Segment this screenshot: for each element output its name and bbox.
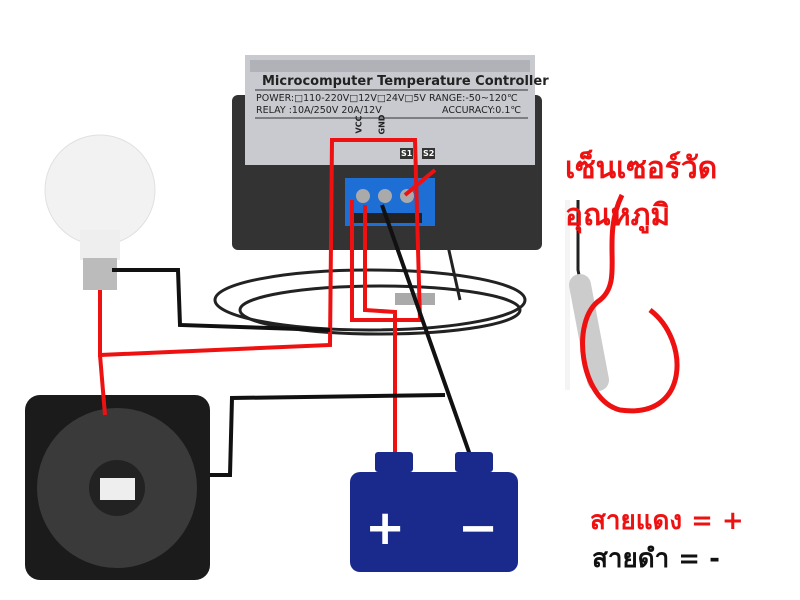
- controller-power-spec: POWER:□110-220V□12V□24V□5V RANGE:-50~120…: [256, 93, 518, 104]
- temperature-controller: [232, 55, 542, 250]
- sensor-label: เซ็นเซอร์วัดอุณหภูมิ: [565, 151, 718, 233]
- controller-relay-spec: RELAY :10A/250V 20A/12V: [256, 105, 382, 116]
- legend-red-wire: สายแดง = +: [590, 506, 744, 536]
- red-wires: [98, 138, 437, 460]
- legend-black-wire: สายดำ = -: [592, 544, 720, 574]
- battery: [350, 452, 518, 572]
- terminal-s2: S2: [422, 148, 436, 159]
- battery-plus: +: [365, 500, 406, 556]
- light-bulb: [44, 134, 156, 290]
- battery-minus: −: [458, 500, 499, 556]
- black-wires: [112, 204, 472, 477]
- temperature-sensor: [565, 193, 680, 414]
- fan: [25, 395, 210, 580]
- terminal-s1: S1: [400, 148, 414, 159]
- terminal-vcc: VCC: [354, 115, 364, 134]
- controller-title: Microcomputer Temperature Controller: [262, 74, 549, 89]
- terminal-gnd: GND: [377, 114, 387, 135]
- controller-accuracy: ACCURACY:0.1℃: [442, 105, 522, 116]
